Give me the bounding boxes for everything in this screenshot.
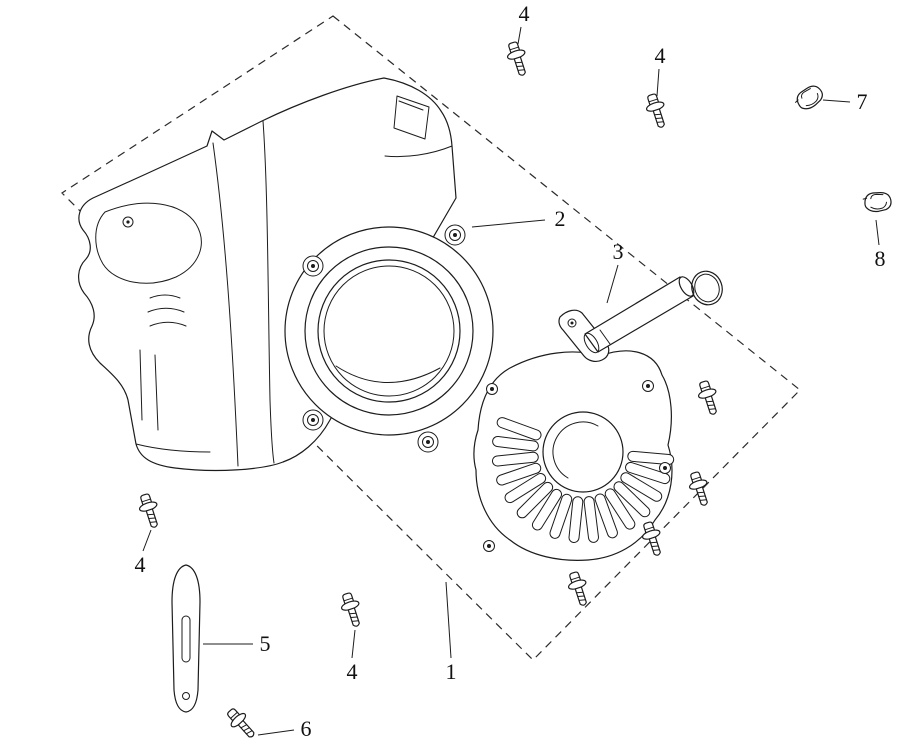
flange-bolt (337, 590, 367, 630)
flange-bolt (694, 378, 724, 418)
vent-slots (491, 417, 675, 544)
part-callout-2: 2 (554, 206, 566, 231)
flange-bolt (564, 569, 594, 609)
breather-pipe (558, 270, 723, 362)
wire-clip (792, 84, 825, 112)
part-callout-8: 8 (874, 246, 886, 271)
leader-lines (142, 26, 880, 736)
part-callout-6: 6 (300, 716, 312, 741)
part-callout-4: 4 (134, 552, 146, 577)
part-callout-1: 1 (445, 659, 457, 684)
part-callout-5: 5 (259, 631, 271, 656)
plate-hub (542, 411, 624, 493)
handle-slot (393, 95, 430, 140)
flange-bolt (503, 39, 533, 79)
part-callout-4: 4 (346, 659, 358, 684)
flange-bolt (642, 91, 672, 131)
tapping-screw (222, 704, 261, 743)
flange-bolt (685, 469, 715, 509)
part-callout-3: 3 (612, 239, 624, 264)
pipe-clip (859, 186, 895, 217)
fan-cover-plate (473, 350, 675, 561)
plate-mounting-holes (483, 380, 671, 552)
flange-bolt (135, 491, 165, 531)
part-callout-4: 4 (518, 1, 530, 26)
pipe-ring (691, 270, 723, 306)
fan-cover-shroud (78, 77, 494, 472)
setting-plate (171, 564, 201, 713)
part-callout-4: 4 (654, 43, 666, 68)
part-callout-7: 7 (856, 89, 868, 114)
assembly-boundary-outline (61, 15, 801, 661)
flange-ring (284, 226, 494, 436)
flange-bolt-holes (302, 224, 466, 453)
